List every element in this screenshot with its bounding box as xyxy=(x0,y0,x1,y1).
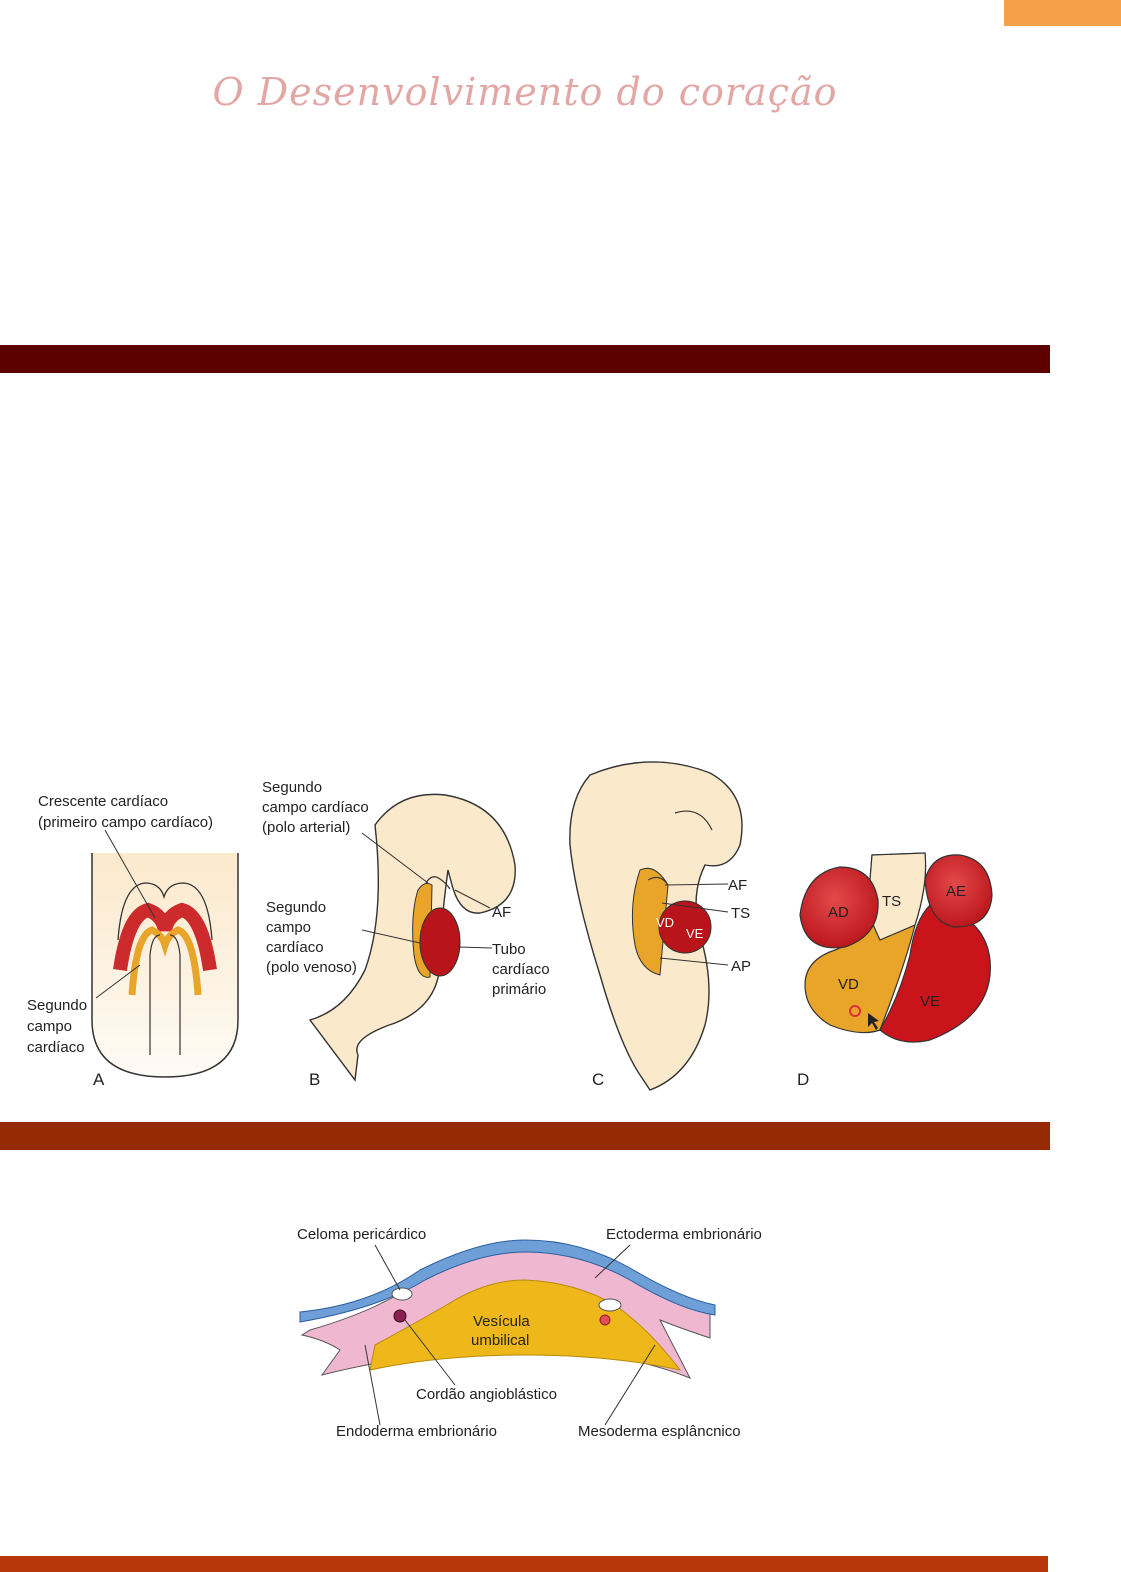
leader-venous xyxy=(361,929,421,944)
leader-tube xyxy=(457,946,493,949)
panel-letter-b: B xyxy=(309,1070,320,1089)
panel-b: Segundo campo cardíaco (polo arterial) S… xyxy=(262,779,550,1089)
label-ectoderma: Ectoderma embrionário xyxy=(606,1226,762,1243)
label-crescent-2: (primeiro campo cardíaco) xyxy=(38,814,213,831)
pericardial-coelom-right xyxy=(598,1298,622,1312)
label-ts-c: TS xyxy=(731,905,750,922)
right-ventricle-c-shape xyxy=(631,867,669,976)
label-vd-d: VD xyxy=(838,976,859,993)
label-arterial-2: campo cardíaco xyxy=(262,799,369,816)
label-tube-1: Tubo xyxy=(492,941,526,958)
panel-letter-a: A xyxy=(93,1070,105,1089)
embryo-cross-section-figure: Celoma pericárdico Ectoderma embrionário… xyxy=(297,1226,762,1440)
leader-ap-c xyxy=(659,957,729,966)
label-arterial-3: (polo arterial) xyxy=(262,819,350,836)
target-dot-icon xyxy=(849,1005,861,1017)
leader-celoma xyxy=(374,1244,401,1291)
primary-heart-tube xyxy=(419,907,461,977)
label-celoma: Celoma pericárdico xyxy=(297,1226,426,1243)
angioblastic-cord-right xyxy=(599,1314,611,1326)
arterial-pole-curve xyxy=(425,876,451,890)
leader-mesoderma xyxy=(604,1344,656,1426)
label-ae-d: AE xyxy=(946,883,966,900)
leader-af-b xyxy=(454,889,491,909)
label-tube-2: cardíaco xyxy=(492,961,550,978)
left-atrium-d xyxy=(924,854,993,928)
left-ventricle-d xyxy=(879,904,991,1043)
panel-a: Crescente cardíaco (primeiro campo cardí… xyxy=(27,793,239,1089)
label-ad-d: AD xyxy=(828,904,849,921)
panel-d: AD TS AE VD VE D xyxy=(797,852,993,1089)
label-ve-c: VE xyxy=(686,926,704,941)
page-title: O Desenvolvimento do coração xyxy=(212,70,838,114)
label-venous-4: (polo venoso) xyxy=(266,959,357,976)
leader-crescent xyxy=(104,829,156,919)
leader-cordao xyxy=(404,1319,456,1386)
leader-endoderma xyxy=(364,1344,381,1426)
label-vesicula-1: Vesícula xyxy=(473,1313,530,1330)
section-bar-2 xyxy=(0,1122,1050,1150)
label-ap-c: AP xyxy=(731,958,751,975)
label-ve-d: VE xyxy=(920,993,940,1010)
section-bar-1 xyxy=(0,345,1050,373)
label-venous-3: cardíaco xyxy=(266,939,324,956)
ectoderm-shape xyxy=(299,1239,716,1323)
embryo-outline-a xyxy=(91,853,239,1078)
outflow-curve-c xyxy=(647,876,669,886)
label-second-1: Segundo xyxy=(27,997,87,1014)
neural-fold-a xyxy=(117,882,213,941)
label-mesoderma: Mesoderma esplâncnico xyxy=(578,1423,741,1440)
panel-letter-c: C xyxy=(592,1070,604,1089)
label-second-2: campo xyxy=(27,1018,72,1035)
midline-right xyxy=(169,934,181,1055)
cardiac-crescent-shape xyxy=(113,902,217,972)
head-fold-c xyxy=(674,810,713,831)
second-field-shape xyxy=(128,926,202,996)
label-af-b: AF xyxy=(492,904,511,921)
label-venous-2: campo xyxy=(266,919,311,936)
label-arterial-1: Segundo xyxy=(262,779,322,796)
angioblastic-cord-left xyxy=(393,1309,407,1323)
label-cordao: Cordão angioblástico xyxy=(416,1386,557,1403)
label-second-3: cardíaco xyxy=(27,1039,85,1056)
label-endoderma: Endoderma embrionário xyxy=(336,1423,497,1440)
label-crescent-1: Crescente cardíaco xyxy=(38,793,168,810)
label-venous-1: Segundo xyxy=(266,899,326,916)
section-bar-3 xyxy=(0,1556,1048,1572)
heart-development-figure: Crescente cardíaco (primeiro campo cardí… xyxy=(27,761,993,1091)
label-ts-d: TS xyxy=(882,893,901,910)
midline-left xyxy=(149,934,161,1055)
label-tube-3: primário xyxy=(492,981,546,998)
pericardial-coelom-left xyxy=(391,1287,413,1301)
leader-ts-c xyxy=(661,902,729,913)
leader-af-c xyxy=(664,883,729,886)
cursor-arrow-icon xyxy=(868,1013,879,1030)
label-af-c: AF xyxy=(728,877,747,894)
leader-arterial xyxy=(361,832,429,884)
panel-letter-d: D xyxy=(797,1070,809,1089)
leader-second-a xyxy=(95,964,141,999)
label-vd-c: VD xyxy=(656,915,674,930)
right-atrium-d xyxy=(799,866,879,949)
panel-c: AF TS AP VD VE C xyxy=(569,761,751,1091)
label-vesicula-2: umbilical xyxy=(471,1332,529,1349)
corner-tab xyxy=(1004,0,1121,26)
left-ventricle-c-shape xyxy=(658,900,712,954)
leader-ectoderma xyxy=(594,1244,631,1279)
